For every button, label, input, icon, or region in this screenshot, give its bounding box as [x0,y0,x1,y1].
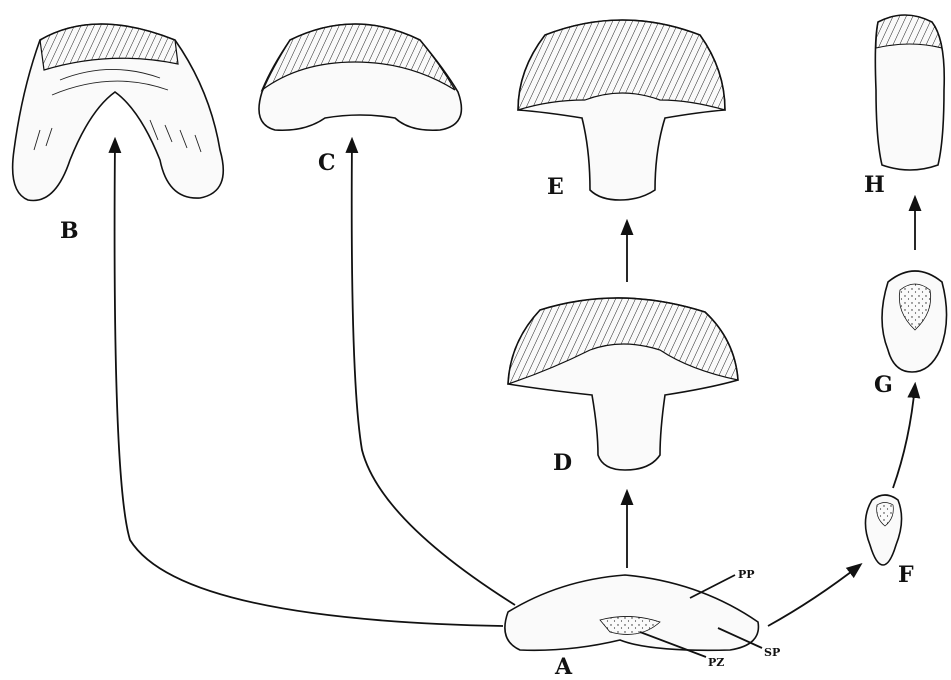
shape-a [505,575,759,650]
arrow-f-to-g [893,385,915,488]
label-f: F [898,562,914,588]
arrow-a-to-b [115,140,503,626]
annotation-pz: PZ [708,656,724,669]
shape-b [13,24,224,201]
label-e: E [547,174,564,200]
arrow-a-to-f [768,565,860,626]
annotation-pp: PP [738,568,755,581]
arrow-a-to-c [352,140,515,605]
shape-f [865,495,901,565]
label-c: C [318,150,336,176]
shape-e [518,20,725,200]
shape-c [259,24,461,130]
label-a: A [554,654,573,680]
label-h: H [864,172,885,198]
label-d: D [553,450,572,476]
pointer-pp [690,575,735,598]
shape-h [875,15,944,170]
shape-d [508,298,738,470]
label-b: B [60,218,79,244]
annotation-sp: SP [764,646,780,659]
label-g: G [874,372,893,398]
shape-g [882,271,947,372]
